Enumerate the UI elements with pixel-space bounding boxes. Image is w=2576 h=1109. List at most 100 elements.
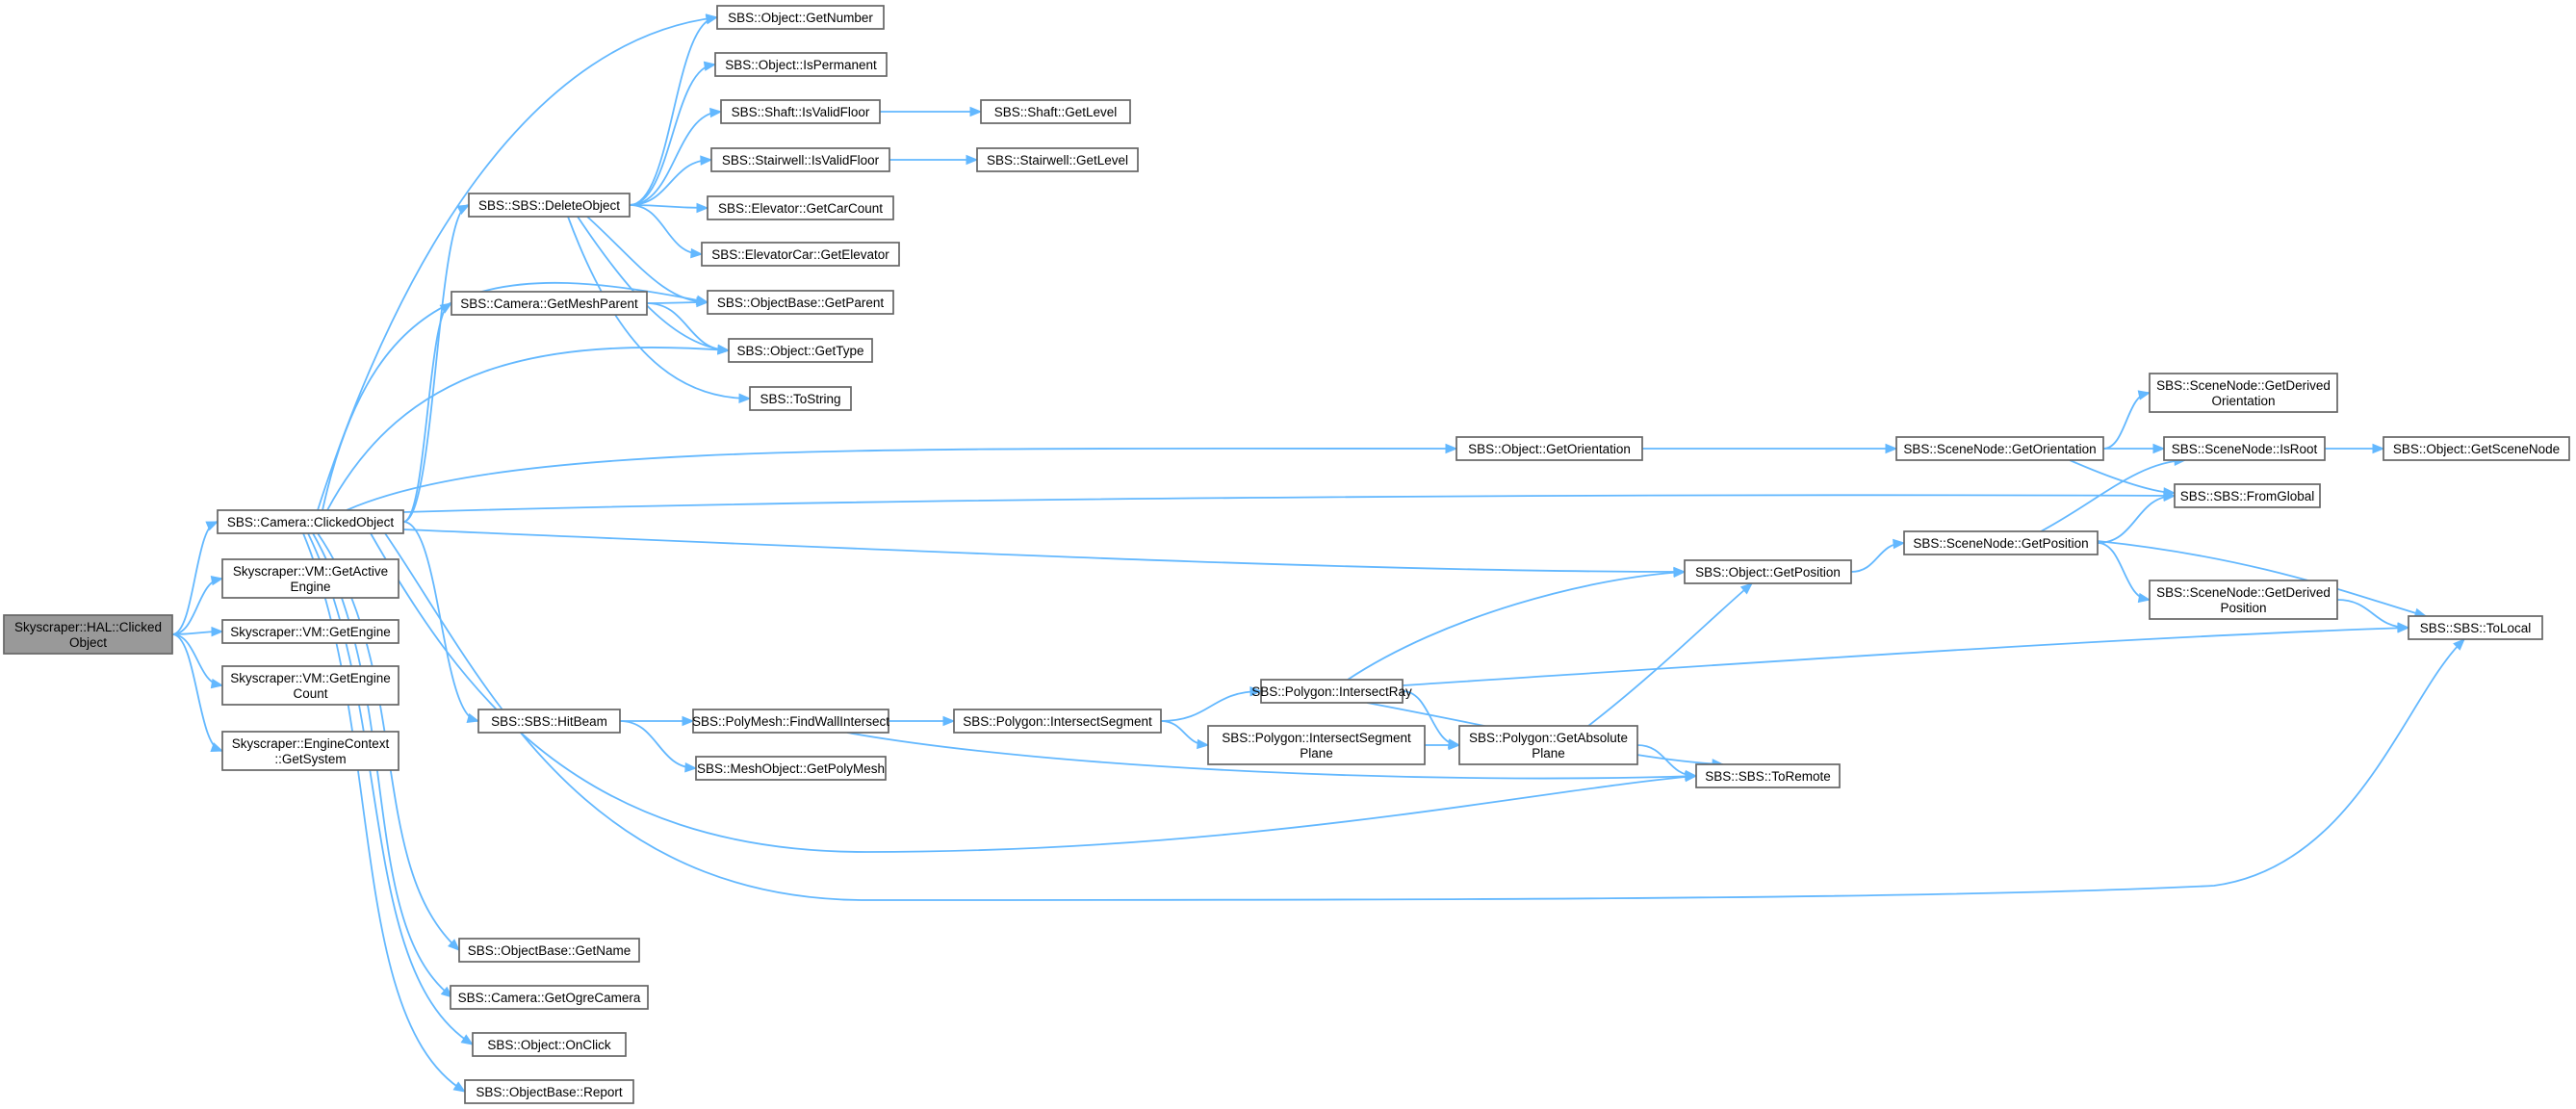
node-label: SBS::Object::GetNumber xyxy=(728,11,873,25)
node-stairlevel[interactable]: SBS::Stairwell::GetLevel xyxy=(976,147,1139,172)
node-getscenenode[interactable]: SBS::Object::GetSceneNode xyxy=(2383,436,2570,461)
arrowhead xyxy=(1893,538,1906,550)
node-shaftlevel[interactable]: SBS::Shaft::GetLevel xyxy=(980,99,1131,124)
node-box xyxy=(707,290,894,315)
node-getname[interactable]: SBS::ObjectBase::GetName xyxy=(458,938,640,963)
node-label: SBS::Polygon::IntersectSegment xyxy=(963,714,1152,729)
arrowhead xyxy=(210,678,224,689)
node-intseg[interactable]: SBS::Polygon::IntersectSegment xyxy=(953,709,1162,734)
node-box xyxy=(450,985,649,1010)
node-getmeshparent[interactable]: SBS::Camera::GetMeshParent xyxy=(451,291,648,316)
node-label: SBS::Shaft::IsValidFloor xyxy=(732,105,870,119)
node-hitbeam[interactable]: SBS::SBS::HitBeam xyxy=(477,709,621,734)
edge-deleteobject-to-stairvalid xyxy=(629,159,712,206)
node-label: SBS::Object::OnClick xyxy=(487,1038,611,1052)
node-box xyxy=(1458,725,1638,765)
node-label: SBS::Polygon::IntersectSegment xyxy=(1222,731,1411,745)
node-objpos[interactable]: SBS::Object::GetPosition xyxy=(1684,559,1852,584)
edge-clicked-to-tolocal xyxy=(384,532,2465,901)
node-intray[interactable]: SBS::Polygon::IntersectRay xyxy=(1251,679,1412,704)
node-objorient[interactable]: SBS::Object::GetOrientation xyxy=(1455,436,1643,461)
node-gettype[interactable]: SBS::Object::GetType xyxy=(728,338,873,363)
arrowhead xyxy=(211,626,224,637)
arrowhead xyxy=(969,106,983,117)
node-onclick[interactable]: SBS::Object::OnClick xyxy=(472,1032,627,1057)
node-box xyxy=(477,709,621,734)
edge-clicked-to-objorient xyxy=(346,447,1457,511)
node-label: SBS::Polygon::GetAbsolute xyxy=(1469,731,1628,745)
edge-intseg-to-intray xyxy=(1160,690,1262,722)
edge-snpos-to-tolocal xyxy=(2097,540,2427,617)
arrowhead xyxy=(942,715,956,727)
arrowhead xyxy=(460,1034,475,1045)
node-getnumber[interactable]: SBS::Object::GetNumber xyxy=(716,5,885,30)
edge-hitbeam-to-getpolymesh xyxy=(619,720,697,769)
edge-intray-to-objpos xyxy=(1347,571,1686,681)
node-deleteobject[interactable]: SBS::SBS::DeleteObject xyxy=(468,193,631,218)
node-isroot[interactable]: SBS::SceneNode::IsRoot xyxy=(2163,436,2326,461)
node-getparent[interactable]: SBS::ObjectBase::GetParent xyxy=(707,290,894,315)
node-label: Plane xyxy=(1300,746,1333,761)
edge-clicked-to-deleteobject xyxy=(402,204,470,523)
node-box xyxy=(217,509,404,534)
arrowhead xyxy=(205,521,219,531)
node-report[interactable]: SBS::ObjectBase::Report xyxy=(464,1079,634,1104)
edge-snpos-to-derivedpos xyxy=(2097,542,2151,601)
edge-snpos-to-fromglobal xyxy=(2097,495,2176,544)
node-label: SBS::SceneNode::GetOrientation xyxy=(1903,442,2096,456)
arrowhead xyxy=(705,14,719,25)
node-box xyxy=(2383,436,2570,461)
edge-clicked-to-getogrecamera xyxy=(312,532,453,998)
node-box xyxy=(976,147,1139,172)
node-getpolymesh[interactable]: SBS::MeshObject::GetPolyMesh xyxy=(695,756,887,781)
node-label: SBS::Camera::GetMeshParent xyxy=(460,297,638,311)
node-tostring[interactable]: SBS::ToString xyxy=(749,386,852,411)
node-box xyxy=(451,291,648,316)
node-box xyxy=(749,386,852,411)
node-clicked[interactable]: SBS::Camera::ClickedObject xyxy=(217,509,404,534)
edge-clicked-to-fromglobal xyxy=(402,494,2176,513)
node-snpos[interactable]: SBS::SceneNode::GetPosition xyxy=(1903,530,2099,555)
arrowhead xyxy=(210,742,224,752)
arrowhead xyxy=(1739,582,1754,595)
node-box xyxy=(472,1032,627,1057)
edge-root-to-getsystem xyxy=(171,633,223,752)
node-box xyxy=(221,731,399,771)
edge-root-to-clicked xyxy=(171,521,219,635)
node-tolocal[interactable]: SBS::SBS::ToLocal xyxy=(2408,615,2543,640)
node-fromglobal[interactable]: SBS::SBS::FromGlobal xyxy=(2174,483,2321,508)
arrowhead xyxy=(717,345,731,355)
node-getengine[interactable]: Skyscraper::VM::GetEngine xyxy=(221,619,399,644)
node-label: SBS::ObjectBase::Report xyxy=(476,1085,623,1099)
node-label: SBS::SceneNode::GetDerived xyxy=(2156,378,2331,393)
node-snorient[interactable]: SBS::SceneNode::GetOrientation xyxy=(1895,436,2104,461)
node-shaftvalid[interactable]: SBS::Shaft::IsValidFloor xyxy=(720,99,881,124)
edge-clicked-to-gettype xyxy=(326,347,730,511)
node-findwall[interactable]: SBS::PolyMesh::FindWallIntersect xyxy=(692,709,889,734)
node-box xyxy=(464,1079,634,1104)
node-root[interactable]: Skyscraper::HAL::ClickedObject xyxy=(3,614,173,655)
node-label: SBS::Polygon::IntersectRay xyxy=(1251,684,1412,699)
node-stairvalid[interactable]: SBS::Stairwell::IsValidFloor xyxy=(710,147,890,172)
node-getogrecamera[interactable]: SBS::Camera::GetOgreCamera xyxy=(450,985,649,1010)
node-label: SBS::SceneNode::GetPosition xyxy=(1913,536,2088,551)
node-toremote[interactable]: SBS::SBS::ToRemote xyxy=(1695,763,1841,788)
node-label: SBS::SBS::ToRemote xyxy=(1705,769,1831,784)
node-label: Orientation xyxy=(2211,394,2275,408)
edge-deleteobject-to-tostring xyxy=(567,216,751,400)
node-ispermanent[interactable]: SBS::Object::IsPermanent xyxy=(714,52,888,77)
arrowhead xyxy=(1885,443,1898,454)
node-getsystem[interactable]: Skyscraper::EngineContext::GetSystem xyxy=(221,731,399,771)
node-carcount[interactable]: SBS::Elevator::GetCarCount xyxy=(707,195,894,220)
node-getelevator[interactable]: SBS::ElevatorCar::GetElevator xyxy=(701,242,900,267)
edge-clicked-to-toremote xyxy=(370,532,1697,853)
arrowhead xyxy=(2372,443,2385,454)
arrowhead xyxy=(439,302,453,314)
node-label: Plane xyxy=(1532,746,1565,761)
